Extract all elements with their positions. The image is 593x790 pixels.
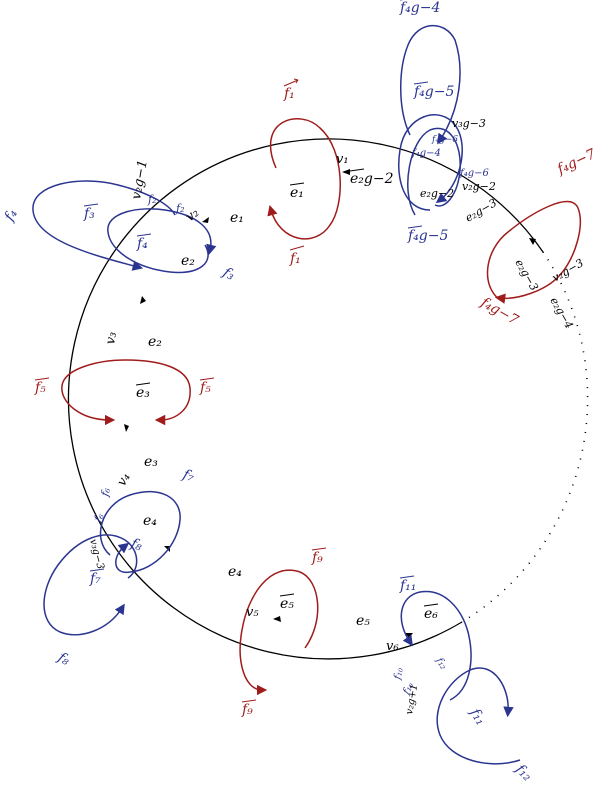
face-f1-bottom: f₁	[289, 251, 301, 267]
edge-e6: e₆	[424, 606, 438, 622]
edge-e3-a: e₃	[136, 385, 150, 401]
vertex-v2g-1: v₂g−1	[129, 159, 151, 201]
vertex-v2g-2: v₂g−2	[462, 180, 496, 193]
vertex-v1: v₁	[336, 152, 349, 167]
face-f11-b: f₁₁	[466, 705, 489, 728]
face-loop-f7-f8	[43, 490, 181, 636]
vertex-v3g-3-b: v₃g−3	[87, 538, 106, 571]
face-f2-a: f₂	[147, 193, 156, 206]
face-f5-left: f₅	[34, 380, 46, 396]
edge-e2g2-b: e₂g−2	[420, 187, 454, 200]
face-f3-b: f₃	[219, 264, 238, 284]
edge-e1-b: e₁	[230, 210, 244, 226]
face-f9-bottom: f₉	[241, 702, 253, 718]
face-f7-b: f₇	[89, 571, 101, 587]
face-f8-a: f₈	[128, 535, 145, 554]
face-f4g6-b: f₄g−6	[431, 135, 458, 145]
face-f8-b: f₈	[54, 649, 73, 669]
face-labels-red: f₁ f₁ f₅ f₅ f₉ f₉ f₄g−7 f₄g−7	[34, 86, 593, 718]
vertex-v2g-plus-1: v₂g+1	[404, 683, 420, 715]
edge-e1-a: e₁	[290, 185, 304, 201]
vertex-v4: v₄	[114, 471, 133, 489]
vertex-v5: v₅	[246, 605, 259, 620]
face-loop-f4g7	[486, 201, 582, 304]
face-loop-f1	[267, 118, 341, 240]
face-f4g5-a: f₄g−5	[413, 84, 454, 100]
face-f11-a: f₁₁	[399, 578, 416, 594]
face-f12-b: f₁₂	[511, 761, 535, 785]
face-f4g6-a: f₄g−6	[459, 168, 489, 179]
face-f4g4: f₄g−4	[399, 0, 440, 16]
edge-e4-a: e₄	[228, 564, 242, 580]
vertex-labels: v₁ v₂ v₃ v₄ v₅ v₆ v₂g−1 v₂g−2 v₂g−3 v₃g−…	[87, 117, 586, 716]
face-f9-top: f₉	[311, 550, 323, 566]
face-loop-f9	[239, 569, 319, 696]
face-labels-blue: f₂ f₂ f₃ f₃ f₄ f₄ f₆ f₆ f₇ f₇ f₈ f₈ f₁₀ …	[1, 0, 535, 785]
edge-e2-b: e₂	[181, 253, 195, 269]
vertex-v3g-3: v₃g−3	[452, 117, 486, 130]
edge-e3-b: e₃	[144, 454, 158, 470]
face-f4-a: f₄	[1, 206, 21, 225]
face-f2-b: f₂	[175, 202, 184, 215]
face-f3-a: f₃	[83, 206, 95, 222]
face-loop-f4g4-f4g5	[398, 24, 463, 216]
face-f1-top: f₁	[283, 86, 295, 102]
edge-labels: e₁ e₁ e₂ e₂ e₃ e₃ e₄ e₄ e₅ e₅ e₆ e₂g−2 e…	[136, 171, 576, 629]
face-loop-f5	[61, 359, 191, 426]
face-f7-a: f₇	[180, 466, 197, 485]
face-f10-a: f₁₀	[392, 667, 406, 682]
edge-e2-a: e₂	[148, 334, 162, 350]
edge-e2g4: e₂g−4	[547, 295, 575, 331]
face-f4g5-b: f₄g−5	[407, 228, 448, 244]
face-f4-b: f₄	[136, 236, 148, 252]
cycle-arrowheads	[124, 169, 536, 638]
label-overhead-arrows	[34, 0, 439, 703]
edge-e2g3-a: e₂g−3	[463, 196, 499, 224]
face-f4g7-top: f₄g−7	[554, 146, 593, 178]
edge-e5-a: e₅	[280, 596, 294, 612]
face-f12-a: f₁₂	[433, 655, 449, 672]
vertex-v6: v₆	[386, 639, 399, 654]
edge-e2g3-b: e₂g−3	[512, 257, 540, 293]
vertex-v2g-3: v₂g−3	[550, 256, 586, 284]
main-cycle	[67, 138, 544, 660]
face-loop-f11-f12	[400, 590, 521, 765]
edge-e4-b: e₄	[143, 513, 157, 529]
face-f6-a: f₆	[98, 486, 113, 499]
face-f4g4-small: f₄g−4	[411, 148, 441, 159]
vertex-v3: v₃	[103, 331, 120, 346]
edge-e2g2-a: e₂g−2	[350, 171, 394, 187]
face-f5-right: f₅	[199, 380, 211, 396]
face-loop-f3-f4	[32, 180, 217, 274]
face-f6-b: f₆	[91, 510, 107, 525]
edge-e5-b: e₅	[356, 613, 370, 629]
